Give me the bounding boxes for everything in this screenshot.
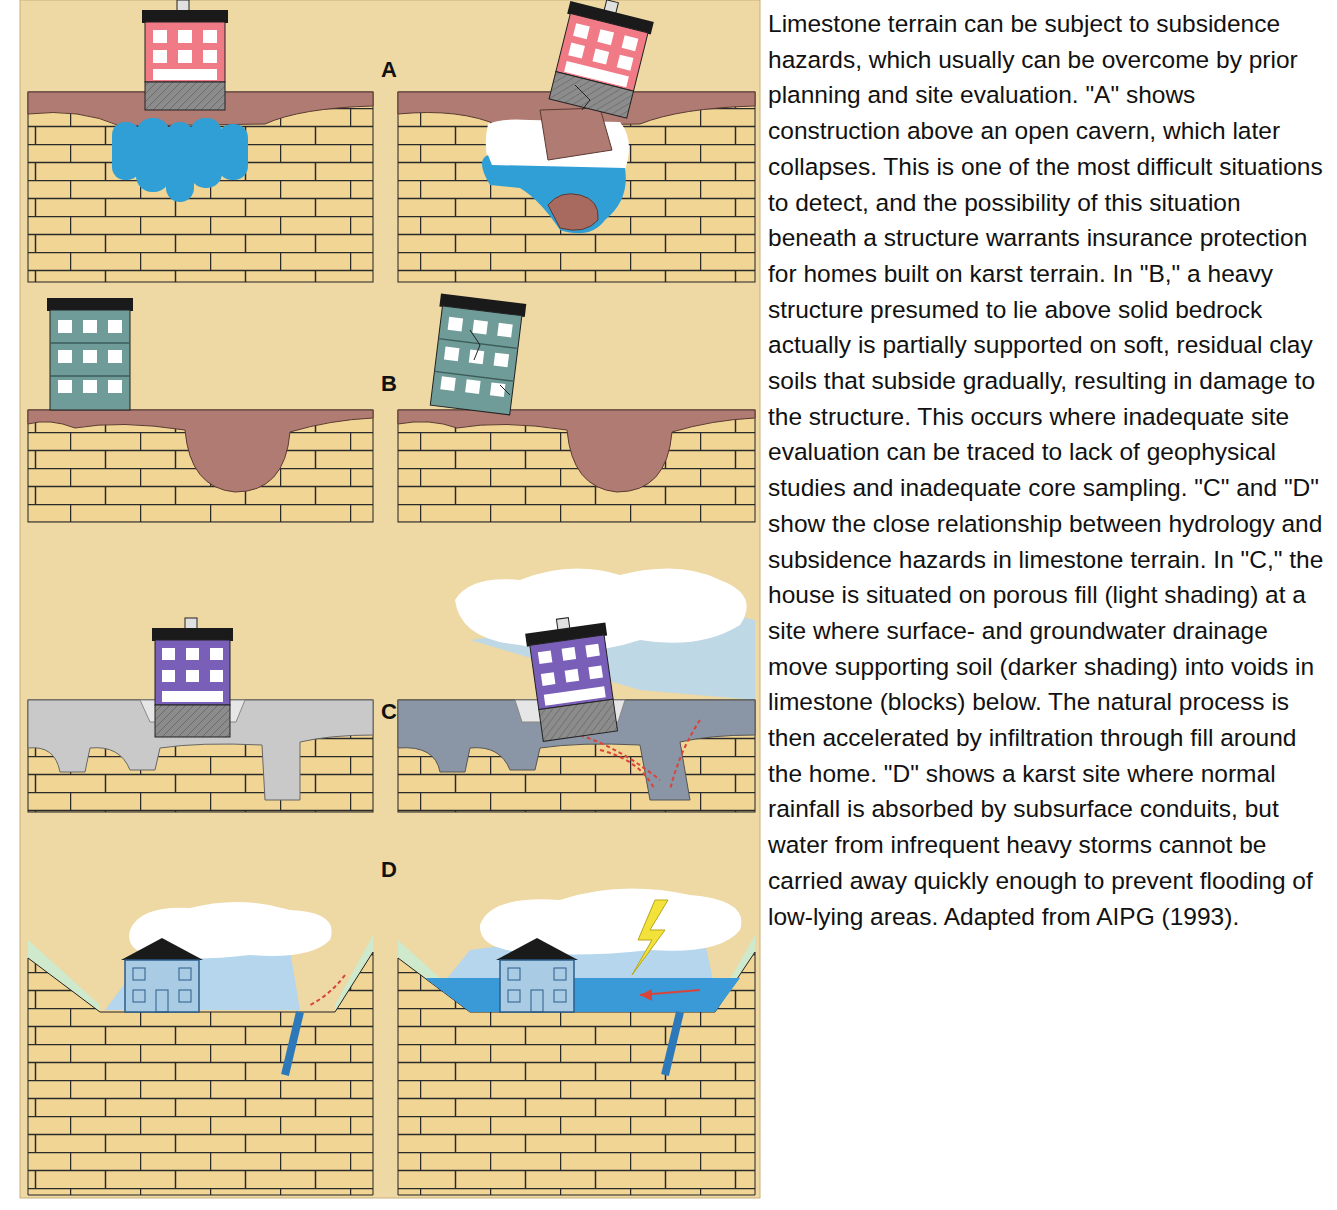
- caption-text: Limestone terrain can be subject to subs…: [768, 6, 1330, 934]
- panel-ground: [20, 0, 760, 1198]
- panel-d-before: [28, 902, 373, 1195]
- panel-c-before: [28, 618, 373, 812]
- panel-a-after: [398, 0, 755, 282]
- panel-b-after: [398, 294, 755, 522]
- panel-letter: B: [381, 372, 397, 396]
- panel-letter: C: [381, 700, 397, 724]
- panel-a-before: [28, 0, 373, 282]
- panel-d-after: [398, 889, 755, 1195]
- panel-c-after: [398, 569, 755, 812]
- panel-letter: A: [381, 58, 397, 82]
- panel-b-before: [28, 298, 373, 522]
- panel-letter: D: [381, 858, 397, 882]
